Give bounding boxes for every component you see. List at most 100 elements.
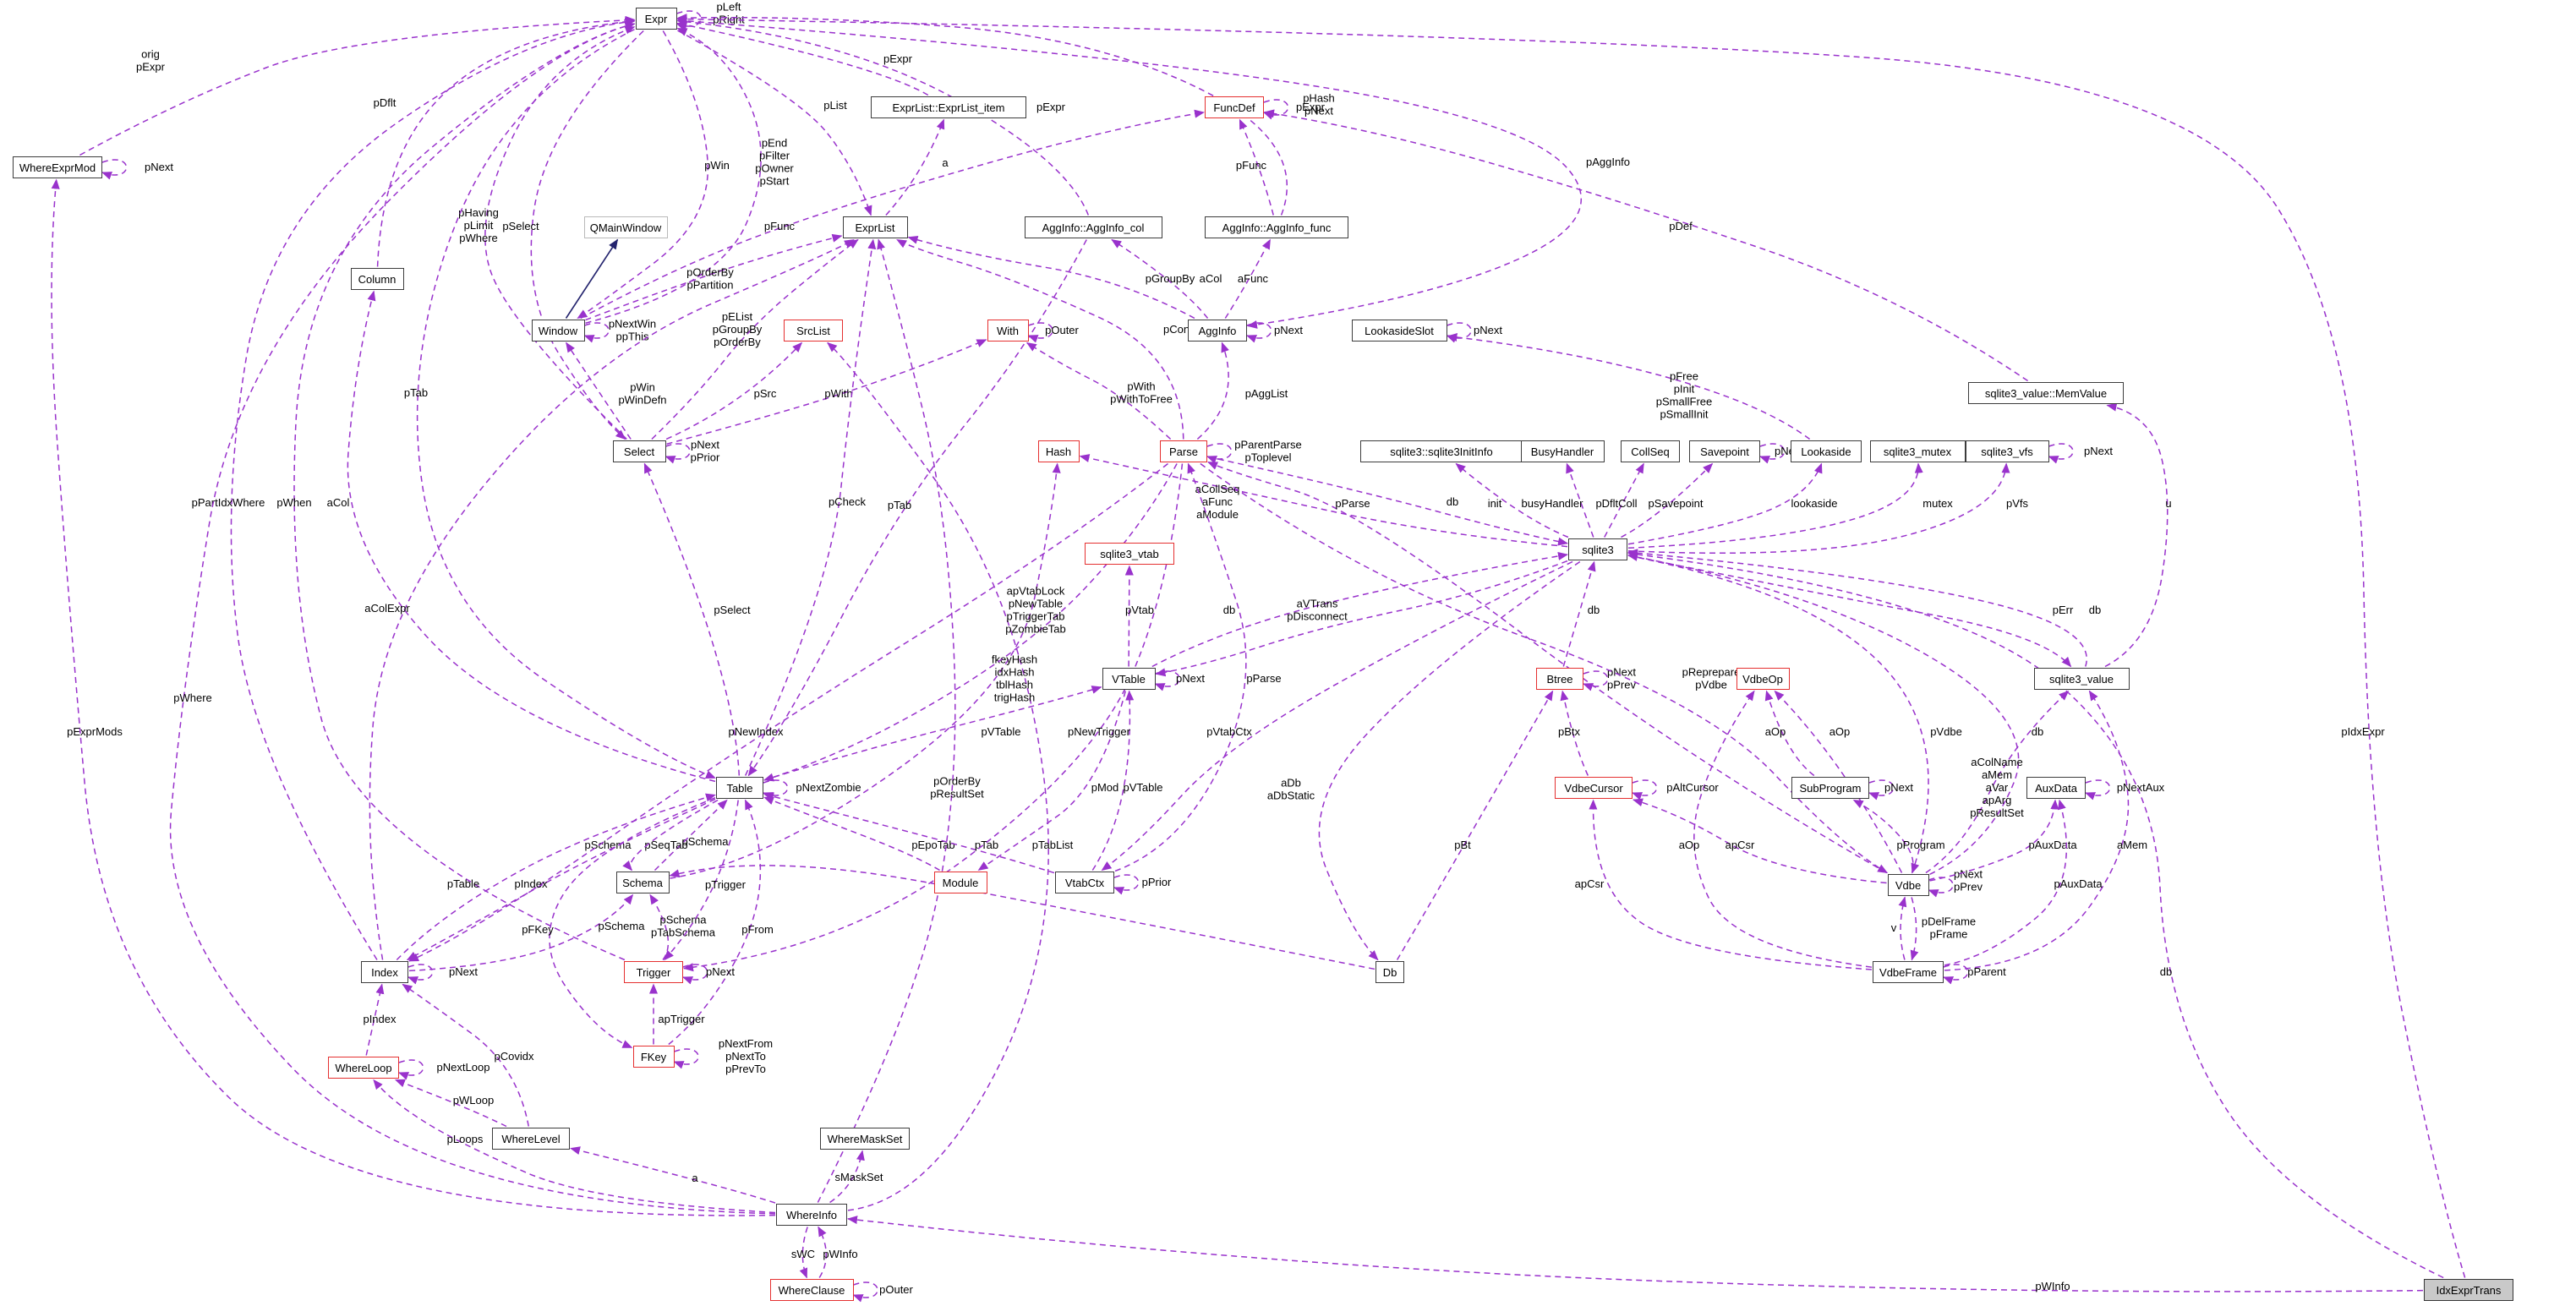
edge-label-line: aVar — [1986, 781, 2009, 794]
node-subprogram[interactable]: SubProgram — [1791, 776, 1869, 799]
node-qmainwindow[interactable]: QMainWindow — [583, 216, 668, 238]
usage-edge-expr-agginfo — [677, 19, 1582, 329]
node-index[interactable]: Index — [361, 960, 408, 983]
node-vtabctx[interactable]: VtabCtx — [1055, 871, 1114, 893]
node-busy-handler[interactable]: BusyHandler — [1520, 440, 1605, 462]
node-exprlist[interactable]: ExprList — [842, 216, 908, 238]
edge-label-line: pOrderBy — [686, 266, 734, 279]
node-vtable[interactable]: VTable — [1102, 667, 1156, 690]
node-sqlite3[interactable]: sqlite3 — [1568, 538, 1627, 560]
node-srclist[interactable]: SrcList — [784, 319, 843, 342]
edge-label-whereinfo-whereclause: sWC — [791, 1248, 815, 1260]
node-idxexprtrans[interactable]: IdxExprTrans — [2424, 1278, 2513, 1301]
node-wheremaskset[interactable]: WhereMaskSet — [820, 1127, 910, 1150]
edge-label-line: pFilter — [759, 150, 790, 162]
edge-label-line: pProgram — [1896, 839, 1944, 851]
node-vdbeframe[interactable]: VdbeFrame — [1873, 960, 1944, 983]
edge-label-vtabctx-table: pTab — [975, 839, 998, 851]
node-whereloop[interactable]: WhereLoop — [328, 1056, 399, 1079]
edge-label-line: pSmallFree — [1656, 396, 1712, 408]
edge-label-line: pNext — [1954, 868, 1983, 881]
usage-edge-exprlist-item-expr — [676, 20, 929, 96]
edge-label-line: aOp — [1765, 725, 1786, 738]
usage-edge-parse-parse — [1206, 443, 1233, 464]
usage-edge-whereinfo-expr — [169, 21, 776, 1215]
usage-edge-agginfo-agginfo-func — [1224, 238, 1272, 319]
edge-label-sqlite3-lookaside: lookaside — [1791, 497, 1838, 510]
usage-edge-column-expr — [376, 17, 636, 267]
node-agginfo-col[interactable]: AggInfo::AggInfo_col — [1024, 216, 1162, 238]
node-module[interactable]: Module — [933, 871, 987, 893]
node-lookaside[interactable]: Lookaside — [1791, 440, 1862, 462]
edge-label-line: pMod — [1091, 781, 1119, 794]
usage-edge-window-window — [583, 322, 610, 343]
node-sqlite3-value[interactable]: sqlite3_value — [2033, 667, 2130, 690]
node-schema[interactable]: Schema — [615, 871, 670, 893]
edge-label-line: pEList — [722, 310, 753, 323]
node-whereclause[interactable]: WhereClause — [769, 1278, 854, 1301]
edge-label-line: apCsr — [1726, 839, 1755, 851]
node-memvalue[interactable]: sqlite3_value::MemValue — [1968, 381, 2124, 404]
node-db-node[interactable]: Db — [1376, 960, 1404, 983]
node-whereinfo[interactable]: WhereInfo — [776, 1203, 847, 1226]
edge-label-line: pFrame — [1930, 928, 1968, 941]
edge-label-window-funcdef: pFunc — [764, 220, 796, 232]
node-auxdata[interactable]: AuxData — [2026, 776, 2086, 799]
edge-label-line: apVtabLock — [1007, 585, 1065, 598]
node-agginfo-func[interactable]: AggInfo::AggInfo_func — [1205, 216, 1348, 238]
usage-edge-sqlite3-sqlite3-vfs — [1627, 462, 2010, 555]
node-lookaside-slot[interactable]: LookasideSlot — [1351, 319, 1447, 342]
node-window[interactable]: Window — [531, 319, 585, 342]
edge-label-line: pWithToFree — [1110, 393, 1173, 406]
node-wherelevel[interactable]: WhereLevel — [492, 1127, 570, 1150]
usage-edge-parse-agginfo — [1196, 342, 1229, 440]
edge-label-vtable-sqlite3: db — [1223, 604, 1235, 616]
node-table[interactable]: Table — [716, 776, 763, 799]
node-trigger[interactable]: Trigger — [624, 960, 683, 983]
edge-label-line: pTriggerTab — [1007, 610, 1065, 623]
edge-label-line: v — [1891, 921, 1897, 934]
edge-label-subprogram-vdbeop: aOp — [1765, 725, 1786, 738]
node-with[interactable]: With — [987, 319, 1029, 342]
node-savepoint[interactable]: Savepoint — [1689, 440, 1760, 462]
node-where-expr-mod[interactable]: WhereExprMod — [13, 156, 102, 178]
node-vdbe-cursor[interactable]: VdbeCursor — [1555, 776, 1633, 799]
node-vdbeop[interactable]: VdbeOp — [1736, 667, 1790, 690]
node-expr[interactable]: Expr — [635, 7, 677, 30]
node-fkey[interactable]: FKey — [632, 1045, 675, 1068]
node-column[interactable]: Column — [350, 267, 404, 290]
node-funcdef[interactable]: FuncDef — [1205, 96, 1264, 118]
node-hash[interactable]: Hash — [1037, 440, 1080, 462]
edge-label-agginfo-exprlist: pGroupBy — [1146, 272, 1195, 285]
edge-label-line: pToplevel — [1245, 451, 1292, 464]
node-agginfo[interactable]: AggInfo — [1188, 319, 1247, 342]
edge-label-line: pNext — [706, 965, 735, 978]
node-btree[interactable]: Btree — [1536, 667, 1583, 690]
edge-label-line: apArg — [1983, 794, 2012, 806]
edge-label-agginfo-agginfo-col: aCol — [1200, 272, 1222, 285]
usage-edge-db-node-schema — [669, 865, 1376, 970]
node-sqlite3-vfs[interactable]: sqlite3_vfs — [1965, 440, 2049, 462]
edge-label-vdbe-cursor-btree: pBtx — [1558, 725, 1581, 738]
edge-label-vdbeframe-sqlite3-value: aMem — [2117, 839, 2147, 851]
node-sqlite3-mutex[interactable]: sqlite3_mutex — [1869, 440, 1966, 462]
node-sqlite3-init-info[interactable]: sqlite3::sqlite3InitInfo — [1360, 440, 1523, 462]
usage-edge-sqlite3-vdbe — [1627, 555, 1929, 874]
node-exprlist-item[interactable]: ExprList::ExprList_item — [871, 96, 1026, 118]
edge-label-table-index: pIndex — [514, 877, 548, 890]
edge-label-expr-exprlist: pList — [823, 99, 847, 112]
node-parse[interactable]: Parse — [1160, 440, 1207, 462]
node-sqlite3-vtab[interactable]: sqlite3_vtab — [1085, 542, 1174, 565]
usage-edge-table-vtable — [763, 686, 1102, 781]
usage-edge-sqlite3-busy-handler — [1566, 462, 1594, 538]
node-collseq[interactable]: CollSeq — [1621, 440, 1680, 462]
edge-label-expr-table: pTab — [404, 386, 428, 399]
node-vdbe[interactable]: Vdbe — [1887, 873, 1929, 896]
edge-label-line: pParse — [1246, 672, 1281, 685]
edge-label-line: pTab — [975, 839, 998, 851]
edge-label-agginfo-col-expr: pExpr — [1036, 101, 1066, 113]
edge-label-line: pIdxExpr — [2341, 725, 2385, 738]
node-select[interactable]: Select — [612, 440, 666, 462]
edge-label-line: pPartIdxWhere — [192, 496, 265, 509]
